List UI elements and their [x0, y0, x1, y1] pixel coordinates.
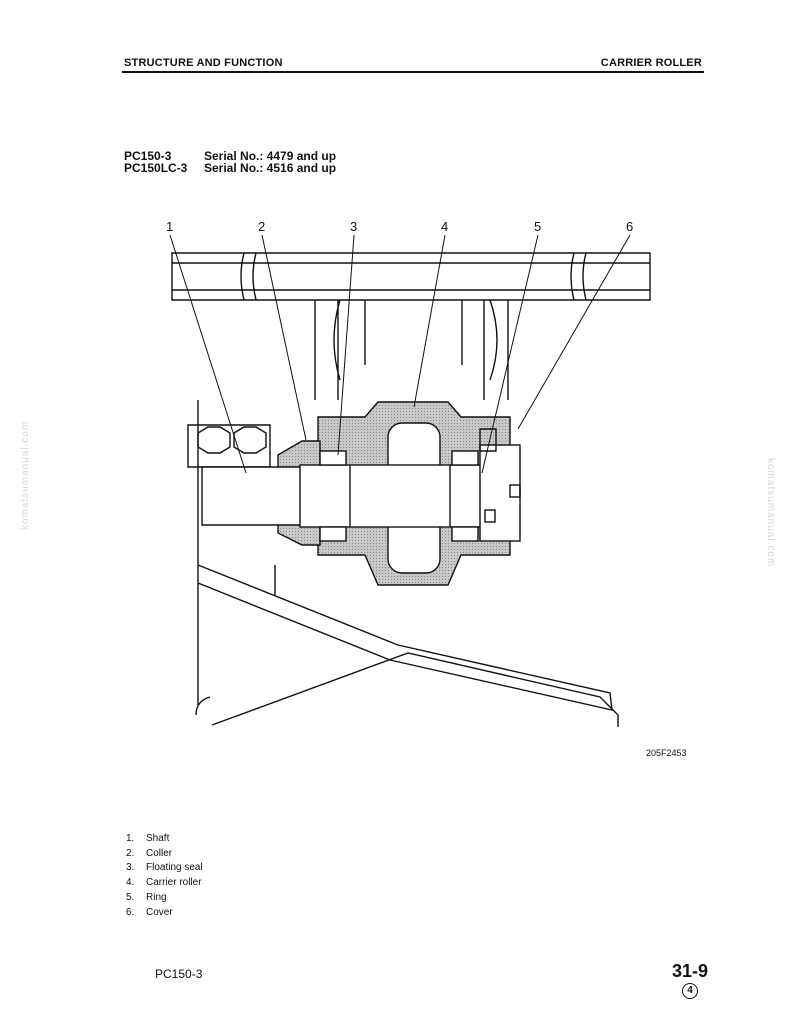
watermark-left: komatsumanual.com: [20, 420, 31, 530]
model-row: PC150-3 Serial No.: 4479 and up: [124, 150, 336, 162]
callout-2: 2: [258, 219, 265, 234]
model-name: PC150LC-3: [124, 161, 188, 175]
legend-item: 4. Carrier roller: [126, 876, 203, 891]
legend-number: 4.: [126, 877, 135, 889]
legend-label: Ring: [146, 891, 167, 903]
legend-label: Coller: [146, 847, 173, 859]
legend-label: Cover: [146, 906, 173, 918]
legend-item: 1. Shaft: [126, 832, 203, 847]
callout-5: 5: [534, 219, 541, 234]
legend-number: 6.: [126, 906, 135, 918]
legend-number: 2.: [126, 847, 135, 859]
callout-6: 6: [626, 219, 633, 234]
section-title: STRUCTURE AND FUNCTION: [124, 57, 283, 69]
legend-label: Floating seal: [146, 862, 203, 874]
model-serial-block: PC150-3 Serial No.: 4479 and up PC150LC-…: [124, 150, 336, 174]
callout-3: 3: [350, 219, 357, 234]
header-rule: [122, 71, 704, 73]
figure-code: 205F2453: [646, 748, 687, 758]
watermark-right: komatsumanual.com: [765, 458, 776, 568]
page-number: 31-9: [672, 961, 709, 981]
carrier-roller-diagram: 1 2 3 4 5 6: [166, 219, 651, 727]
parts-legend: 1. Shaft 2. Coller 3. Floating seal 4. Carri…: [126, 832, 203, 920]
topic-title: CARRIER ROLLER: [600, 57, 702, 69]
legend-number: 1.: [126, 833, 135, 844]
legend-number: 3.: [126, 862, 135, 874]
legend-label: Shaft: [146, 833, 170, 844]
revision-badge: 4: [682, 983, 698, 999]
callout-1: 1: [166, 219, 173, 234]
model-row: PC150LC-3 Serial No.: 4516 and up: [124, 162, 336, 174]
legend-item: 5. Ring: [126, 891, 203, 906]
serial-range: Serial No.: 4516 and up: [204, 161, 337, 175]
legend-item: 2. Coller: [126, 847, 203, 862]
legend-label: Carrier roller: [146, 877, 202, 889]
legend-number: 5.: [126, 891, 135, 903]
serial-range: Serial No.: 4479 and up: [204, 149, 337, 163]
model-name: PC150-3: [124, 149, 172, 163]
legend-item: 6. Cover: [126, 906, 203, 921]
callout-4: 4: [441, 219, 448, 234]
legend-item: 3. Floating seal: [126, 861, 203, 876]
leader-lines: [169, 234, 631, 474]
callout-numbers: 1 2 3 4 5 6: [166, 219, 633, 234]
footer-model: PC150-3: [155, 967, 203, 981]
